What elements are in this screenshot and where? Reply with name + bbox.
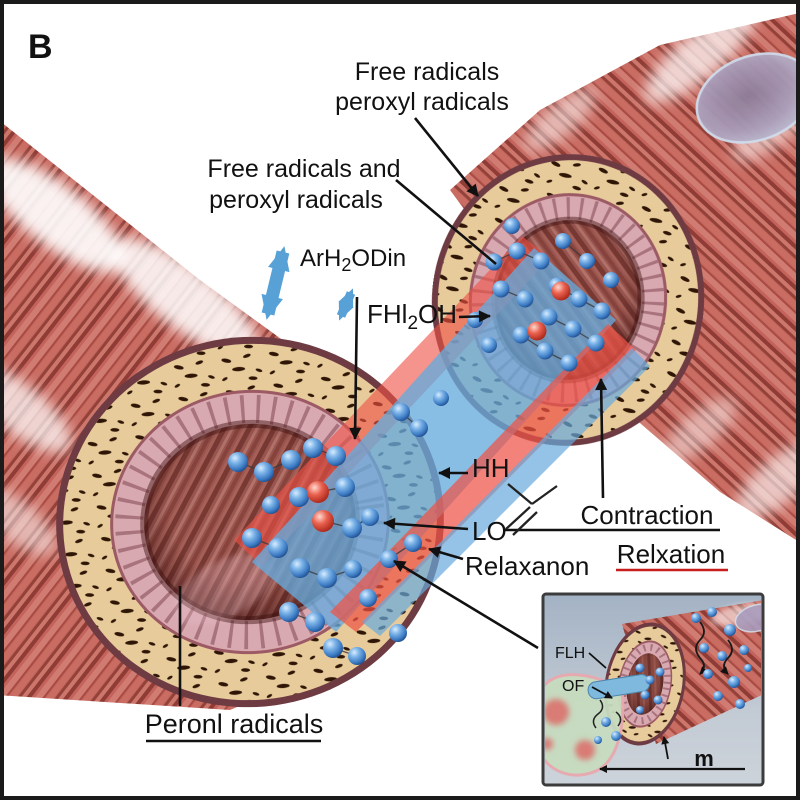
double-arrow-large — [261, 246, 290, 320]
molecule-spheres-red — [307, 481, 334, 532]
arh2odin-label: ArH2ODin — [300, 245, 406, 275]
labels: B Free radicals peroxyl radicals Free ra… — [28, 28, 725, 739]
inset-synapse-spots — [545, 699, 595, 760]
relaxanon-label: Relaxanon — [465, 551, 589, 581]
inset-spheres-surface — [691, 607, 752, 709]
molecule-spheres-red — [527, 281, 571, 341]
molecules-lower — [228, 438, 422, 665]
pointer-lo — [383, 517, 469, 531]
lo-chemical-structure-icon — [505, 483, 558, 536]
relxation-label: Relxation — [617, 539, 725, 569]
exchange-arrows — [261, 246, 356, 321]
inset-spheres-lumen — [594, 663, 665, 744]
pointer-free-radicals-top — [413, 117, 480, 197]
lower-tube-white-bands — [0, 131, 281, 555]
inset-of-pointer — [591, 686, 613, 699]
blue-beam-thin — [362, 348, 650, 636]
panel-label: B — [28, 28, 53, 66]
inset-flh-pointer — [588, 652, 607, 669]
pointer-contraction — [595, 378, 608, 499]
pointer-fhl2oh — [458, 310, 491, 323]
free-radicals-top-line2: peroxyl radicals — [335, 88, 509, 116]
free-radicals-left-line2: peroxyl radicals — [209, 186, 383, 214]
blue-beam-main — [252, 248, 616, 632]
molecules-upper — [392, 218, 619, 437]
inset-flh-label: FLH — [555, 645, 585, 662]
contraction-label: Contraction — [581, 500, 714, 530]
inset-release-squiggles — [592, 699, 622, 729]
nucleus-bulge — [695, 52, 800, 144]
inset-nucleus-bulge — [734, 603, 761, 633]
inset-of-label: OF — [562, 678, 584, 695]
pointer-lines — [146, 117, 728, 743]
hh-label: HH — [472, 453, 510, 483]
fhl2oh-label: FHl2OH — [367, 299, 457, 334]
red-beam-right — [330, 324, 636, 632]
free-radicals-top-line1: Free radicals — [355, 58, 500, 86]
pointer-arh2odin — [349, 296, 362, 440]
inset-content — [545, 600, 761, 777]
lo-label: LO — [472, 516, 507, 546]
double-arrow-small — [336, 288, 356, 321]
inset-surface-squiggles — [695, 621, 733, 675]
inset-annotations: FLH OF m — [555, 645, 745, 773]
pointer-relaxanon — [428, 546, 464, 561]
inset: FLH OF m — [541, 592, 765, 787]
inset-m-label: m — [694, 746, 714, 771]
molecule-spheres-blue — [228, 438, 422, 665]
pointer-free-radicals-left — [395, 179, 497, 265]
free-radicals-left-line1: Free radicals and — [207, 155, 400, 183]
pointer-inset — [393, 559, 539, 650]
peronl-radicals-label: Peronl radicals — [145, 709, 324, 739]
inset-wall-arrow — [661, 736, 670, 760]
